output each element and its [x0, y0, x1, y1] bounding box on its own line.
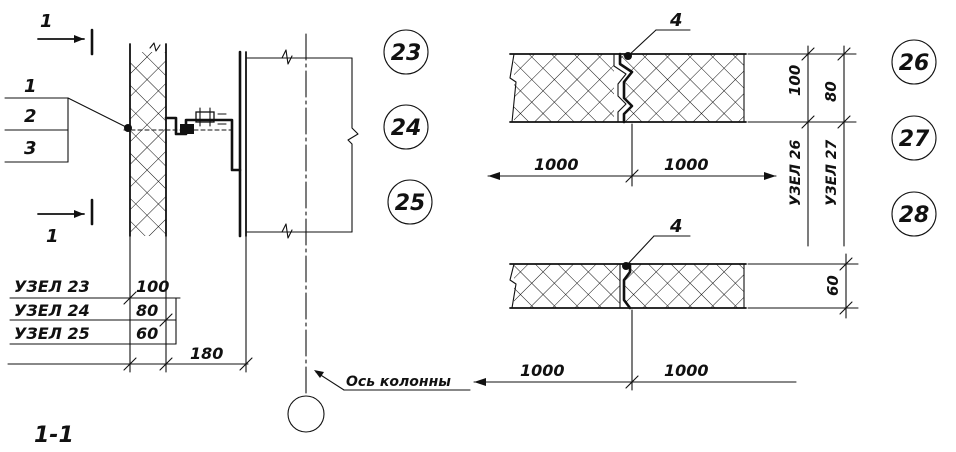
- right-bottom-dim-left: 1000: [520, 361, 565, 380]
- node-circle-28: 28: [899, 203, 930, 228]
- node-circle-25: 25: [395, 191, 426, 216]
- right-top-dim-left: 1000: [534, 155, 579, 174]
- right-top-dimensions: 1000 1000 100 80 УЗЕЛ 26 УЗЕЛ 27: [487, 45, 857, 247]
- right-bottom-dim-right: 1000: [664, 361, 709, 380]
- right-bottom-thickness: 60: [824, 275, 842, 296]
- node-circles: 23 24 25 26 27 28: [383, 29, 937, 237]
- callout-2: 2: [24, 106, 37, 127]
- fastening-bracket: [123, 107, 242, 172]
- right-top-callout: 4: [669, 10, 683, 31]
- table-offset-value: 180: [190, 344, 223, 363]
- table-row-label: УЗЕЛ 24: [14, 301, 90, 320]
- right-top-node-label-1: УЗЕЛ 26: [788, 139, 804, 206]
- node-circle-27: 27: [899, 127, 930, 152]
- column-axis: [287, 33, 325, 433]
- right-bottom-callout: 4: [669, 216, 683, 237]
- column-flange: [238, 49, 359, 239]
- callout-3: 3: [24, 138, 37, 159]
- table-row-value: 80: [136, 301, 158, 320]
- right-bottom-panel: 4: [509, 216, 747, 310]
- axis-label: Ось колонны: [346, 374, 451, 390]
- right-bottom-dimensions: 1000 1000 60: [473, 253, 859, 391]
- section-title: 1-1: [34, 423, 74, 448]
- table-row-label: УЗЕЛ 23: [14, 277, 90, 296]
- table-row-label: УЗЕЛ 25: [14, 324, 90, 343]
- section-marker-top-label: 1: [40, 11, 53, 32]
- table-row-value: 100: [136, 277, 169, 296]
- section-marker-top: 1: [37, 11, 94, 56]
- right-top-dim-right: 1000: [664, 155, 709, 174]
- table-row-value: 60: [136, 324, 158, 343]
- right-top-thickness-2: 80: [822, 81, 840, 102]
- axis-label-group: Ось колонны: [314, 370, 471, 391]
- node-table: УЗЕЛ 23 100 УЗЕЛ 24 80 УЗЕЛ 25 60 180: [7, 235, 253, 373]
- right-top-node-label-2: УЗЕЛ 27: [824, 139, 840, 206]
- right-top-panel: 4: [509, 10, 747, 124]
- node-circle-23: 23: [391, 41, 422, 66]
- left-wall-panel: [129, 42, 167, 237]
- left-callouts: 1 2 3: [4, 76, 129, 163]
- callout-1: 1: [24, 76, 37, 97]
- node-circle-24: 24: [391, 116, 422, 141]
- node-circle-26: 26: [899, 51, 930, 76]
- section-marker-bottom: 1: [37, 198, 94, 247]
- section-marker-bottom-label: 1: [46, 226, 59, 247]
- right-top-thickness-1: 100: [786, 65, 804, 96]
